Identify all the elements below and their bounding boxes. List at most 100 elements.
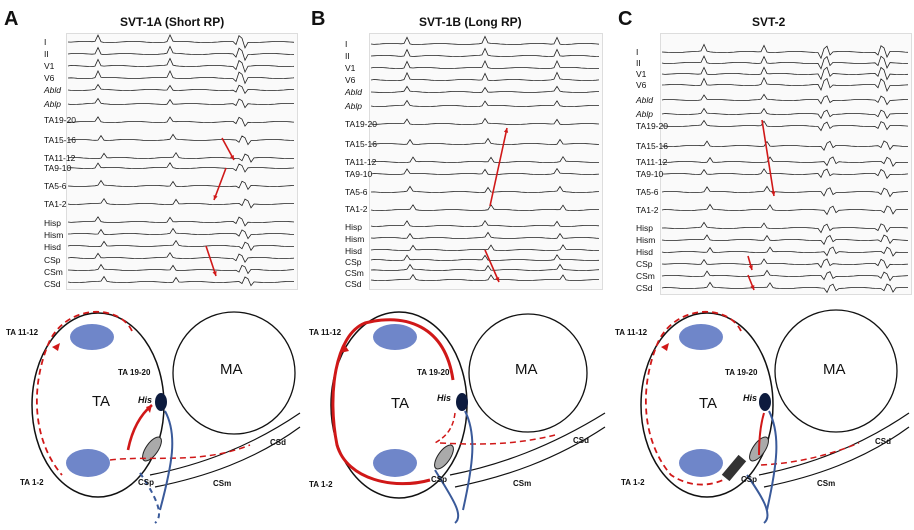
anatomy-diagram [640,309,910,524]
ecg-trace-line [67,227,295,240]
diagram-c: TA 11-12 TA 19-20 TA His MA TA 1-2 CSp C… [609,295,914,530]
lead-label: TA15-16 [636,141,668,151]
lead-label: TA11-12 [636,157,668,167]
ecg-trace-line [67,239,294,252]
ecg-traces [67,33,295,287]
panel-letter: C [618,8,633,30]
label-ma: MA [515,361,538,378]
activation-arrowhead [212,271,217,276]
ecg-trace-line [370,254,600,261]
lead-label: Abld [636,95,654,105]
lead-label: I [636,47,639,57]
ecg-trace-line [67,275,294,287]
ecg-trace-line [67,83,294,95]
label-csd: CSd [270,438,286,447]
lead-label: CSd [44,279,61,289]
lead-label: Hism [44,230,64,240]
lead-label: TA5-6 [44,181,67,191]
label-ta: TA [699,395,718,412]
ecg-trace-line [370,185,600,194]
reentry-circuit [645,310,742,486]
ecg-trace-line [370,155,599,163]
slow-pathway-site [679,449,723,477]
his-marker [759,393,771,411]
ecg-trace-line [370,204,599,211]
ecg-trace-line [661,234,909,246]
lead-label: TA5-6 [636,187,659,197]
fast-pathway-site [373,324,417,350]
lead-label: Abld [345,87,363,97]
lead-label: TA1-2 [44,199,67,209]
coronary-sinus [763,426,910,488]
ecg-trace-line [661,55,909,70]
lead-label: II [636,58,641,68]
ecg-trace-line [661,93,909,106]
lead-label: TA11-12 [44,153,76,163]
ecg-trace-line [661,246,908,257]
ecg-trace-line [67,133,295,146]
label-ta-11-12: TA 11-12 [309,328,342,337]
label-csp: CSp [138,478,154,487]
label-ta-1-2: TA 1-2 [20,478,44,487]
ecg-trace-line [67,57,295,74]
lead-label: Ablp [636,109,654,119]
ecg-trace-line [370,231,600,239]
ecg-trace-line [370,47,600,58]
activation-arrowhead [750,285,755,290]
lead-label: Hisp [44,218,62,228]
reentry-circuit [434,469,460,524]
lead-label: TA1-2 [636,205,659,215]
ecg-trace-line [661,156,909,167]
label-ta-1-2: TA 1-2 [309,480,333,489]
fast-pathway-site [70,324,114,350]
reentry-circuit [36,310,133,476]
lead-label: V1 [345,63,356,73]
ecg-trace-line [67,263,294,275]
label-csd: CSd [875,437,891,446]
ecg-trace-line [370,263,600,271]
reentry-circuit [766,410,778,511]
lead-label: TA19-20 [636,121,668,131]
lead-label: TA9-10 [636,169,664,179]
panel-title: SVT-1A (Short RP) [120,15,225,29]
lead-label: TA15-16 [44,135,76,145]
lead-label: CSm [636,271,655,281]
ecg-trace-line [67,97,295,109]
ecg-trace-line [661,203,909,216]
label-ta-1-2: TA 1-2 [621,478,645,487]
lead-label: TA19-20 [44,115,76,125]
slow-pathway-site [66,449,110,477]
label-csp: CSp [741,475,757,484]
reentry-circuit [746,474,769,524]
activation-arrow [205,245,217,277]
lead-label: Hisd [44,242,62,252]
reentry-circuit [52,343,60,351]
ecg-trace-line [67,33,295,49]
activation-arrowhead [503,128,509,133]
lead-label: V6 [636,80,647,90]
lead-label: Ablp [44,99,62,109]
activation-arrowhead [495,277,500,282]
activation-arrow [761,119,775,197]
label-his: His [437,393,452,403]
lead-label: V6 [44,73,55,83]
label-his: His [743,393,758,403]
panel-letter: B [311,8,326,30]
ecg-trace-line [662,168,909,180]
label-ta-19-20: TA 19-20 [725,368,758,377]
label-his: His [138,395,153,405]
lead-label: TA15-16 [345,139,377,149]
ecg-trace-line [661,66,909,81]
lead-label: Hisd [636,247,654,257]
label-csm: CSm [817,479,836,488]
ecg-trace-line [661,281,908,294]
reentry-circuit [340,345,349,353]
label-ta: TA [92,393,111,410]
lead-label: CSm [345,268,364,278]
tricuspid-annulus [640,312,774,498]
activation-arrowhead [748,265,753,270]
ecg-trace-line [371,137,600,146]
his-marker [155,393,167,411]
reentry-circuit [109,444,251,461]
ecg-trace-box [66,33,298,290]
